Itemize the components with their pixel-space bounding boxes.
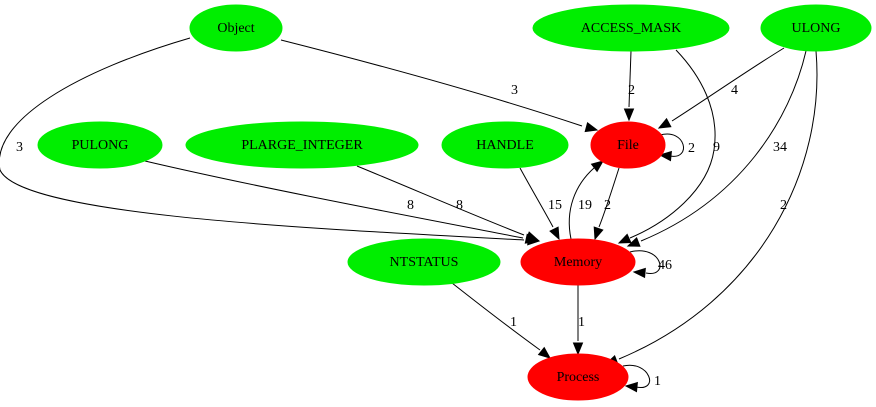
edge-memory-file: 19 [568, 160, 605, 240]
arrowhead-icon [593, 226, 604, 241]
edge-line [0, 37, 525, 241]
edge-weight-label: 1 [654, 374, 661, 389]
arrowhead-icon [624, 381, 638, 393]
edge-line [640, 50, 807, 242]
edge-process-process: 1 [622, 364, 661, 393]
arrowhead-icon [549, 226, 560, 241]
node-ulong[interactable]: ULONG [760, 4, 872, 52]
edge-memory-memory: 46 [629, 250, 672, 279]
edge-file-memory: 2 [593, 167, 620, 241]
edge-weight-label: 34 [773, 140, 787, 155]
node-file[interactable]: File [590, 121, 666, 169]
edge-memory-process: 1 [572, 285, 585, 356]
edge-handle-memory: 15 [519, 167, 562, 241]
edge-line [659, 133, 684, 157]
edge-line [144, 160, 524, 239]
edge-weight-label: 15 [548, 198, 562, 213]
node-access_mask[interactable]: ACCESS_MASK [532, 4, 730, 52]
arrowhead-icon [626, 236, 641, 247]
node-shape [185, 121, 419, 169]
arrowhead-icon [590, 160, 605, 173]
node-label: PLARGE_INTEGER [241, 138, 363, 153]
arrowhead-icon [617, 233, 632, 244]
node-plarge_integer[interactable]: PLARGE_INTEGER [185, 121, 419, 169]
edge-weight-label: 2 [780, 198, 787, 213]
node-process[interactable]: Process [527, 353, 629, 401]
edge-weight-label: 1 [510, 315, 517, 330]
arrowhead-icon [537, 346, 552, 359]
arrowhead-icon [658, 150, 672, 162]
edge-weight-label: 3 [16, 140, 23, 155]
arrowhead-icon [572, 342, 584, 356]
nodes-layer: Object ACCESS_MASK ULONG PULONG PLARGE_INTEG… [37, 4, 872, 401]
edge-weight-label: 4 [731, 83, 738, 98]
node-shape [347, 238, 501, 286]
edge-weight-label: 2 [688, 141, 695, 156]
node-pulong[interactable]: PULONG [37, 121, 163, 169]
edge-access_mask-memory: 9 [617, 49, 720, 244]
edge-ntstatus-process: 1 [451, 282, 552, 359]
edge-ulong-file: 4 [657, 47, 785, 129]
edge-weight-label: 8 [407, 198, 414, 213]
edge-line [356, 165, 525, 236]
edge-weight-label: 3 [511, 83, 518, 98]
node-shape [189, 4, 283, 52]
edge-weight-label: 8 [456, 198, 463, 213]
edge-line [622, 364, 651, 388]
edge-line [519, 167, 554, 228]
edge-line [618, 50, 818, 360]
edge-line [598, 167, 620, 228]
edge-weight-label: 2 [604, 198, 611, 213]
node-label: Object [217, 21, 254, 36]
edge-weight-label: 19 [578, 198, 592, 213]
arrowhead-icon [525, 231, 540, 242]
arrowhead-icon [584, 121, 599, 133]
edge-line [628, 50, 632, 108]
edge-line [280, 39, 583, 127]
edge-ulong-process: 2 [604, 50, 818, 365]
node-label: HANDLE [476, 138, 534, 153]
arrowhead-icon [657, 117, 672, 129]
edge-object-file: 3 [280, 39, 599, 133]
node-ntstatus[interactable]: NTSTATUS [347, 238, 501, 286]
node-label: File [617, 138, 639, 153]
node-label: ULONG [792, 21, 841, 36]
node-shape [590, 121, 666, 169]
edge-line [451, 282, 541, 351]
edge-line [629, 250, 661, 274]
arrowhead-icon [632, 267, 646, 279]
node-label: Process [557, 370, 600, 385]
node-label: ACCESS_MASK [581, 21, 681, 36]
node-shape [532, 4, 730, 52]
edge-line [568, 167, 595, 240]
edge-line [671, 47, 785, 122]
node-shape [527, 353, 629, 401]
node-shape [760, 4, 872, 52]
node-label: NTSTATUS [390, 255, 459, 270]
node-shape [441, 121, 569, 169]
node-handle[interactable]: HANDLE [441, 121, 569, 169]
edge-weight-label: 46 [658, 258, 672, 273]
node-shape [520, 238, 636, 286]
node-label: PULONG [72, 138, 129, 153]
edge-file-file: 2 [658, 133, 695, 162]
edge-access_mask-file: 2 [623, 50, 635, 122]
node-label: Memory [554, 255, 602, 270]
edge-ulong-memory: 34 [626, 50, 807, 247]
edges-layer: 3 3 2 9 4 34 2 2 8 8 15 19 2 46 1 1 1 [0, 37, 818, 393]
node-object[interactable]: Object [189, 4, 283, 52]
node-shape [37, 121, 163, 169]
edge-weight-label: 9 [713, 140, 720, 155]
edge-plarge_integer-memory: 8 [356, 165, 540, 242]
edge-pulong-memory: 8 [144, 160, 539, 244]
arrowhead-icon [623, 108, 635, 122]
node-memory[interactable]: Memory [520, 238, 636, 286]
edge-weight-label: 2 [628, 83, 635, 98]
edge-weight-label: 1 [578, 315, 585, 330]
edge-line [629, 49, 716, 239]
